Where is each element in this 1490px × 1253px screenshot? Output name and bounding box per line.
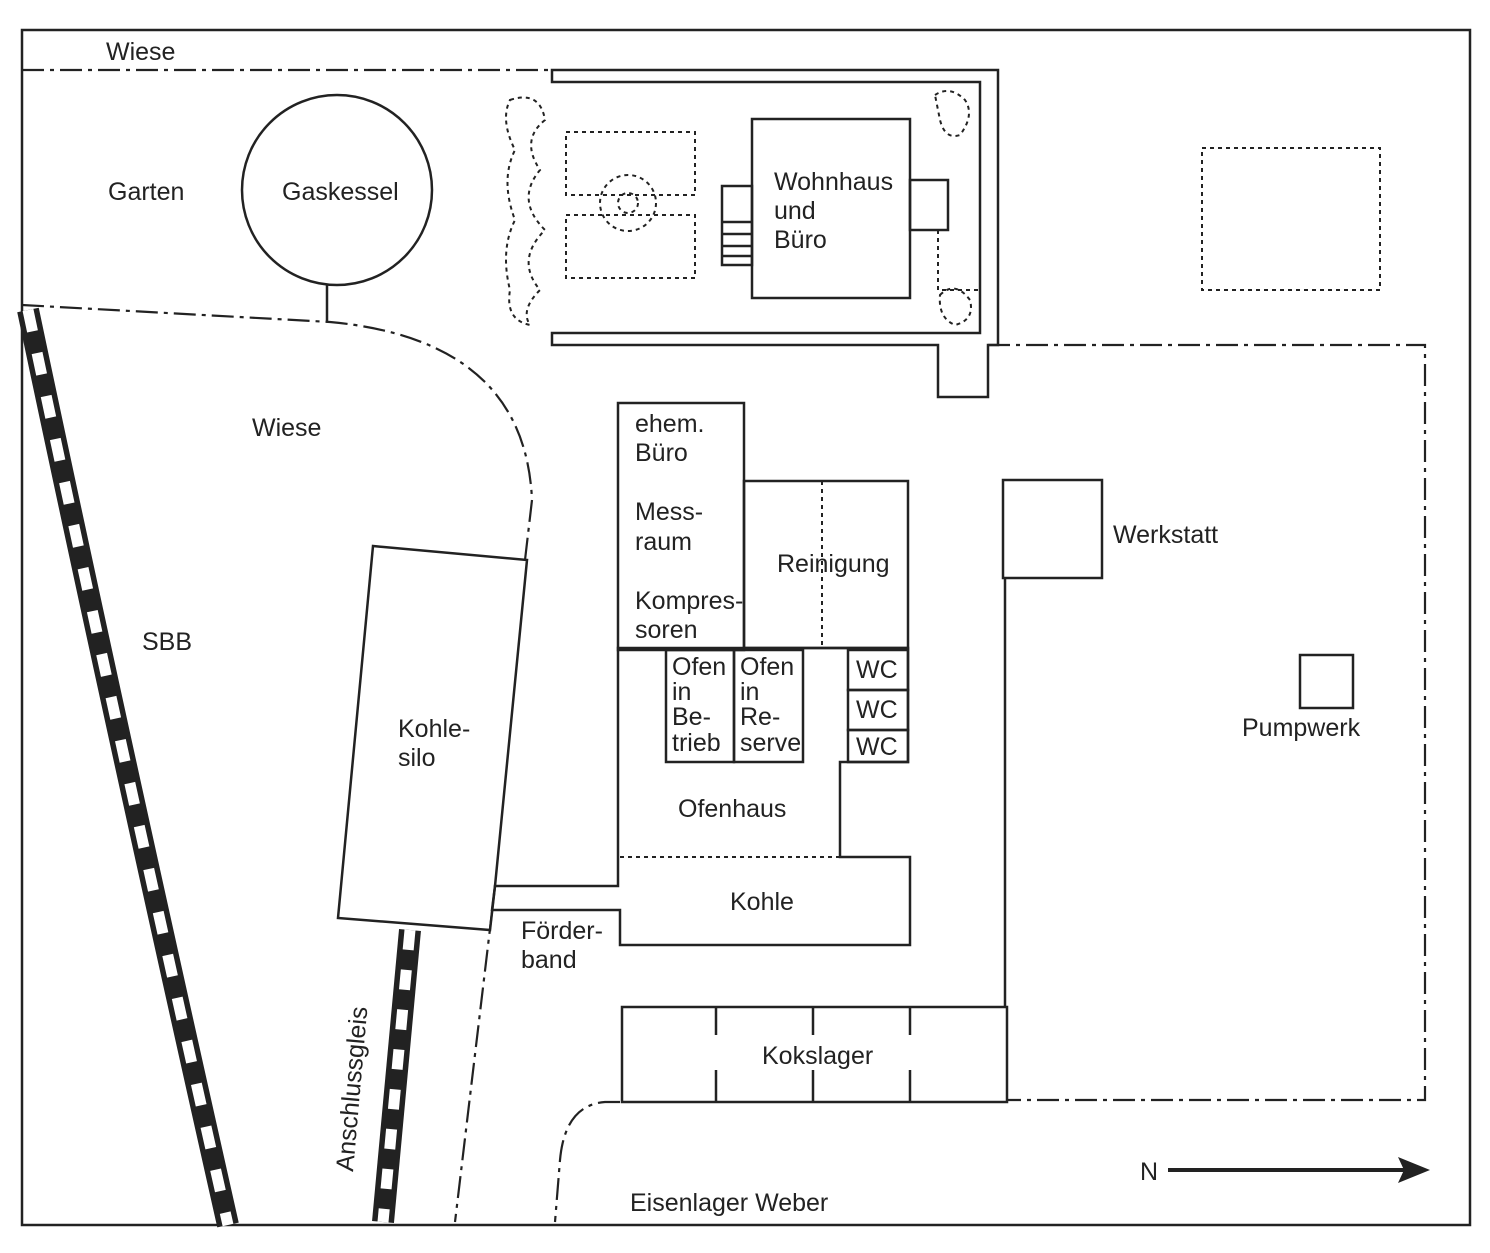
label-garten: Garten: [108, 178, 184, 206]
sbb-railway: [17, 307, 239, 1228]
label-kompressoren: Kompres-: [635, 587, 743, 615]
label-ofen-reserve: in: [740, 678, 759, 706]
boundary-south: [553, 1100, 620, 1223]
label-wohnhaus: Büro: [774, 226, 827, 254]
label-ofen-betrieb: trieb: [672, 729, 721, 757]
label-kokslager: Kokslager: [762, 1042, 873, 1070]
garden-layout: [505, 90, 980, 327]
label-kohle: Kohle: [730, 888, 794, 916]
label-wohnhaus: und: [774, 197, 816, 225]
planned-area: [1201, 147, 1381, 291]
gaskessel: [240, 93, 434, 287]
frame: [20, 28, 1472, 1227]
north-arrow: [1168, 1157, 1430, 1183]
label-pumpwerk: Pumpwerk: [1242, 714, 1361, 742]
label-wiese: Wiese: [252, 414, 321, 442]
label-ofen-betrieb: in: [672, 678, 691, 706]
label-foerderband: band: [521, 946, 577, 974]
label-kohlesilo: Kohle-: [398, 715, 470, 743]
label-ofen-reserve: serve: [740, 729, 801, 757]
label-werkstatt: Werkstatt: [1113, 521, 1218, 549]
label-ehem-buero: ehem.: [635, 410, 704, 438]
label-ehem-buero: Büro: [635, 439, 688, 467]
label-north: N: [1140, 1158, 1158, 1186]
label-eisenlager: Eisenlager Weber: [630, 1189, 828, 1217]
kohlesilo: [336, 544, 529, 932]
label-reinigung: Reinigung: [777, 550, 890, 578]
anschlussgleis-railway: [372, 928, 421, 1224]
label-wc: WC: [856, 733, 898, 761]
label-kompressoren: soren: [635, 616, 698, 644]
werkstatt: [1001, 478, 1104, 580]
boundary-east: [988, 343, 1427, 1102]
label-wiese-top: Wiese: [106, 38, 175, 66]
label-ofen-betrieb: Be-: [672, 703, 711, 731]
label-messraum: raum: [635, 528, 692, 556]
label-anschlussgleis: Anschlussgleis: [331, 1005, 373, 1172]
label-messraum: Mess-: [635, 498, 703, 526]
stairs: [720, 184, 754, 267]
pumpwerk: [1298, 653, 1355, 710]
label-ofen-betrieb: Ofen: [672, 653, 726, 681]
label-ofenhaus: Ofenhaus: [678, 795, 786, 823]
label-sbb: SBB: [142, 628, 192, 656]
boundary-foerderband: [453, 911, 494, 1223]
label-wohnhaus: Wohnhaus: [774, 168, 893, 196]
label-wc: WC: [856, 656, 898, 684]
label-foerderband: Förder-: [521, 917, 603, 945]
boundary-curve: [21, 303, 534, 561]
label-kohlesilo: silo: [398, 744, 436, 772]
label-ofen-reserve: Ofen: [740, 653, 794, 681]
label-ofen-reserve: Re-: [740, 703, 780, 731]
label-gaskessel: Gaskessel: [282, 178, 399, 206]
label-wc: WC: [856, 696, 898, 724]
kokslager: [620, 1005, 1009, 1104]
